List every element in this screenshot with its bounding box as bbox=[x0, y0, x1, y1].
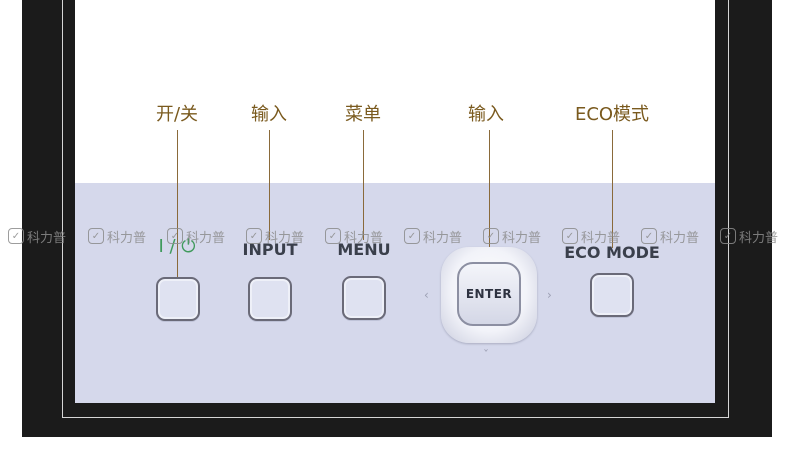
menu-button[interactable] bbox=[342, 276, 386, 320]
eco-mode-label: ECO MODE bbox=[564, 243, 660, 262]
pencil-check-icon: ✓ bbox=[720, 228, 736, 244]
watermark: ✓科力普 bbox=[483, 226, 541, 246]
enter-button[interactable]: ENTER bbox=[457, 262, 521, 326]
power-button[interactable] bbox=[156, 277, 200, 321]
pencil-check-icon: ✓ bbox=[88, 228, 104, 244]
watermark: ✓科力普 bbox=[88, 226, 146, 246]
panel-upper-area bbox=[75, 0, 715, 183]
callout-enter-line bbox=[489, 130, 490, 288]
right-arrow-icon: › bbox=[547, 288, 552, 302]
callout-input-label: 输入 bbox=[251, 104, 287, 125]
menu-label: MENU bbox=[337, 240, 391, 259]
down-arrow-icon: ˇ bbox=[483, 348, 489, 362]
pencil-check-icon: ✓ bbox=[246, 228, 262, 244]
pencil-check-icon: ✓ bbox=[483, 228, 499, 244]
bezel-edge-line bbox=[62, 0, 729, 418]
pencil-check-icon: ✓ bbox=[325, 228, 341, 244]
pencil-check-icon: ✓ bbox=[641, 228, 657, 244]
enter-label: ENTER bbox=[465, 287, 513, 301]
callout-menu-label: 菜单 bbox=[345, 104, 381, 125]
left-arrow-icon: ‹ bbox=[424, 288, 429, 302]
watermark: ✓科力普 bbox=[167, 226, 225, 246]
watermark: ✓科力普 bbox=[562, 226, 620, 246]
watermark: ✓科力普 bbox=[641, 226, 699, 246]
pencil-check-icon: ✓ bbox=[404, 228, 420, 244]
watermark: ✓科力普 bbox=[246, 226, 304, 246]
input-button[interactable] bbox=[248, 277, 292, 321]
callout-input-line bbox=[269, 130, 270, 240]
callout-power-line bbox=[177, 130, 178, 282]
callout-eco-line bbox=[612, 130, 613, 248]
pencil-check-icon: ✓ bbox=[562, 228, 578, 244]
callout-menu-line bbox=[363, 130, 364, 240]
watermark: ✓科力普 bbox=[325, 226, 383, 246]
pencil-check-icon: ✓ bbox=[8, 228, 24, 244]
callout-power-label: 开/关 bbox=[155, 104, 199, 125]
callout-enter-label: 输入 bbox=[468, 104, 504, 125]
watermark: ✓科力普 bbox=[404, 226, 462, 246]
input-label: INPUT bbox=[242, 240, 298, 259]
eco-mode-button[interactable] bbox=[590, 273, 634, 317]
watermark: ✓科力普 bbox=[8, 226, 66, 246]
callout-eco-label: ECO模式 bbox=[574, 104, 650, 125]
pencil-check-icon: ✓ bbox=[167, 228, 183, 244]
watermark: ✓科力普 bbox=[720, 226, 778, 246]
